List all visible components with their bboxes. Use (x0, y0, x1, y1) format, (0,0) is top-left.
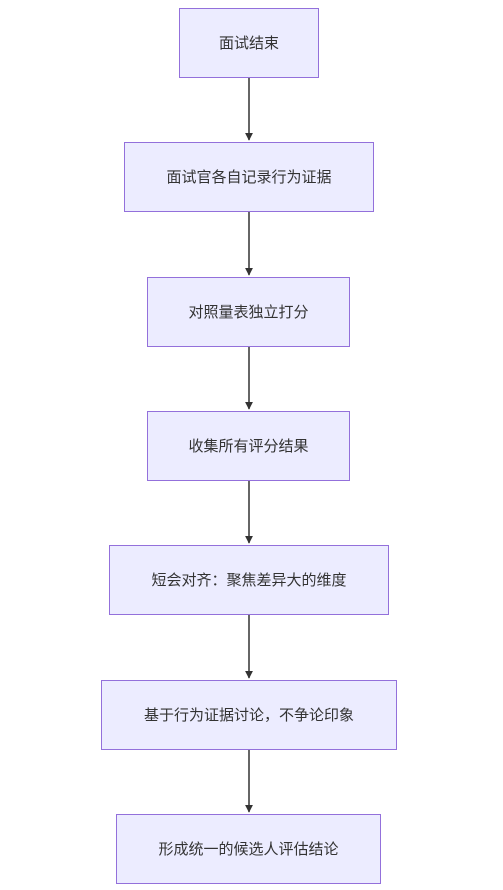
node-label: 基于行为证据讨论，不争论印象 (143, 705, 354, 724)
node-interview-end: 面试结束 (179, 8, 319, 78)
node-label: 形成统一的候选人评估结论 (158, 839, 339, 858)
node-independent-scoring: 对照量表独立打分 (147, 277, 350, 347)
node-label: 对照量表独立打分 (188, 302, 309, 321)
node-collect-scores: 收集所有评分结果 (147, 411, 350, 481)
node-label: 面试结束 (218, 33, 279, 52)
node-alignment-meeting: 短会对齐：聚焦差异大的维度 (109, 545, 389, 615)
node-final-conclusion: 形成统一的候选人评估结论 (116, 814, 381, 884)
node-label: 面试官各自记录行为证据 (166, 167, 332, 186)
node-label: 收集所有评分结果 (188, 436, 309, 455)
node-record-evidence: 面试官各自记录行为证据 (124, 142, 374, 212)
node-label: 短会对齐：聚焦差异大的维度 (151, 570, 347, 589)
node-evidence-discussion: 基于行为证据讨论，不争论印象 (101, 680, 397, 750)
